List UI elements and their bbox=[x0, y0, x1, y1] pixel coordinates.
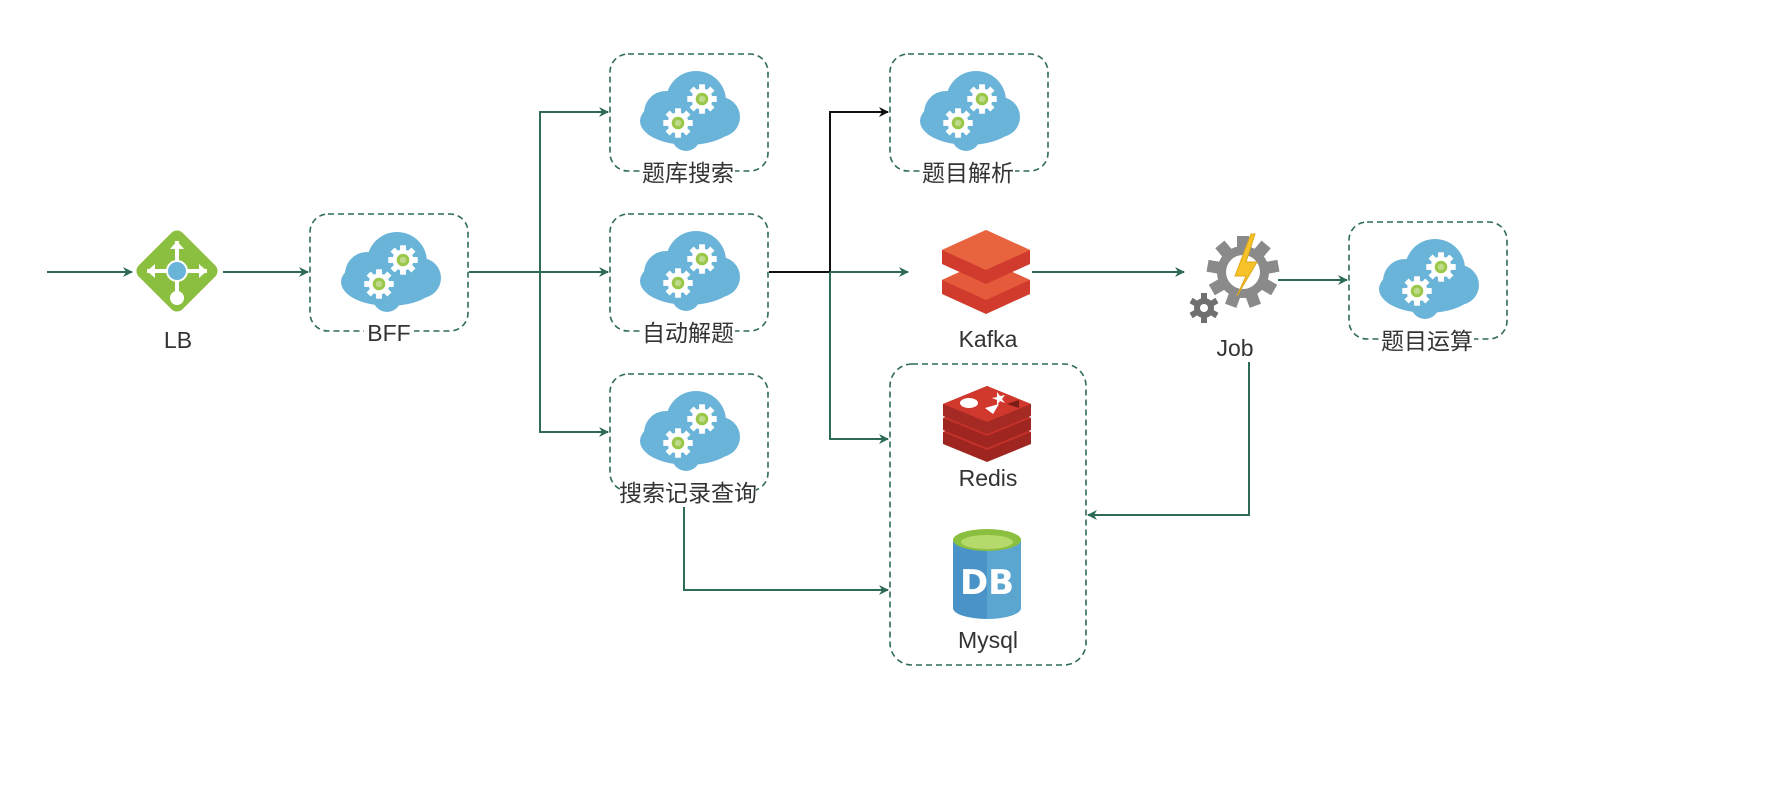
auto-solve-node: 自动解题 bbox=[609, 213, 769, 346]
kafka-label: Kafka bbox=[959, 326, 1018, 352]
job-node: Job bbox=[1189, 233, 1280, 361]
cloud-service-icon bbox=[640, 391, 740, 471]
load-balancer-icon bbox=[136, 230, 218, 312]
edge-bff-search bbox=[469, 107, 609, 273]
cloud-service-icon bbox=[640, 231, 740, 311]
database-icon: DB bbox=[953, 529, 1021, 619]
edge-history-mysql bbox=[683, 507, 889, 595]
edge-job-storage bbox=[1087, 362, 1250, 520]
kafka-icon bbox=[942, 230, 1030, 314]
redis-icon bbox=[943, 386, 1031, 462]
job-gear-icon bbox=[1189, 233, 1280, 323]
parse-service-label: 题目解析 bbox=[922, 160, 1014, 186]
cloud-service-icon bbox=[1379, 239, 1479, 319]
history-query-label: 搜索记录查询 bbox=[619, 480, 757, 506]
cloud-service-icon bbox=[640, 71, 740, 151]
edge-bff-history bbox=[539, 272, 609, 437]
search-service-label: 题库搜索 bbox=[642, 160, 734, 186]
redis-label: Redis bbox=[959, 465, 1018, 491]
storage-container bbox=[889, 363, 1087, 666]
database-icon-text: DB bbox=[960, 563, 1014, 603]
cloud-service-icon bbox=[341, 232, 441, 312]
parse-service-node: 题目解析 bbox=[889, 53, 1049, 186]
compute-service-node: 题目运算 bbox=[1348, 221, 1508, 354]
lb-label: LB bbox=[164, 327, 192, 353]
history-query-node: 搜索记录查询 bbox=[609, 373, 769, 506]
lb-node: LB bbox=[136, 230, 218, 353]
edge-auto-solve-parse bbox=[769, 107, 889, 273]
search-service-node: 题库搜索 bbox=[609, 53, 769, 186]
job-label: Job bbox=[1216, 335, 1253, 361]
edge-auto-solve-storage bbox=[829, 272, 889, 444]
storage-group: Redis DB Mysql bbox=[889, 363, 1087, 666]
kafka-node: Kafka bbox=[942, 230, 1030, 352]
auto-solve-label: 自动解题 bbox=[642, 320, 734, 346]
compute-service-label: 题目运算 bbox=[1381, 328, 1473, 354]
mysql-label: Mysql bbox=[958, 627, 1018, 653]
bff-label: BFF bbox=[367, 320, 410, 346]
cloud-service-icon bbox=[920, 71, 1020, 151]
bff-node: BFF bbox=[309, 213, 469, 346]
edges bbox=[47, 107, 1348, 595]
